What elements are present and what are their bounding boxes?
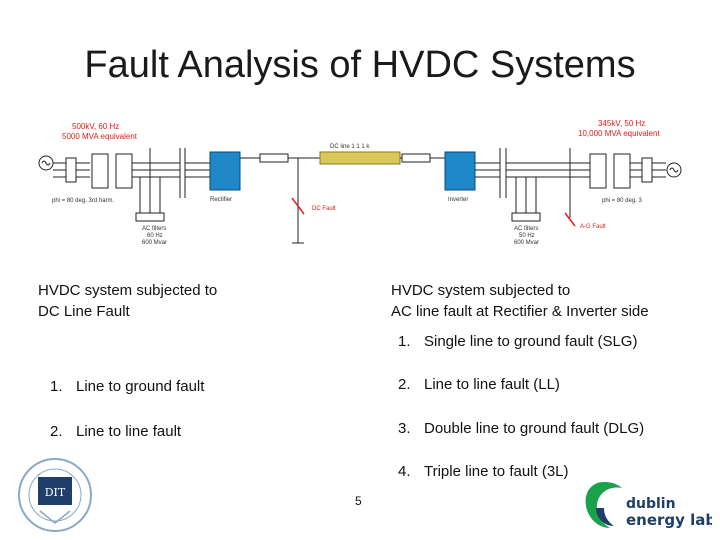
- slide-title: Fault Analysis of HVDC Systems: [84, 44, 636, 86]
- left-heading-line2: DC Line Fault: [38, 303, 130, 320]
- right-ac-network: [475, 148, 682, 198]
- hvdc-circuit-diagram: 500kV, 60 Hz 5000 MVA equivalent 345kV, …: [38, 119, 682, 246]
- list-text: Line to ground fault: [76, 378, 205, 395]
- dit-seal-text: DIT: [45, 486, 66, 499]
- rectifier-label: Rectifier: [210, 197, 232, 203]
- right-list-item: 1. Single line to ground fault (SLG): [398, 333, 637, 350]
- left-ac-source: [38, 148, 210, 198]
- dublin-energy-lab-logo: dublin energy lab.: [585, 482, 712, 529]
- left-heading-line1: HVDC system subjected to: [38, 282, 218, 299]
- inverter-block: [444, 151, 476, 191]
- left-source-label: 500kV, 60 Hz: [72, 122, 119, 131]
- list-text: Triple line to fault (3L): [424, 463, 569, 480]
- dit-seal-logo: DIT: [18, 458, 92, 532]
- logo-text-dublin: dublin: [626, 496, 676, 512]
- right-list-item: 2. Line to line fault (LL): [398, 376, 560, 393]
- right-filter-label-3: 600 Mvar: [514, 240, 539, 246]
- right-phase-label: phi = 80 deg. 3: [602, 198, 643, 204]
- list-text: Line to line fault: [76, 423, 182, 440]
- left-smoothing-reactor: [259, 153, 289, 163]
- left-source-label-2: 5000 MVA equivalent: [62, 132, 138, 141]
- right-smoothing-reactor: [401, 153, 431, 163]
- right-block-heading: HVDC system subjected to AC line fault a…: [391, 280, 649, 322]
- page-number: 5: [355, 494, 362, 508]
- right-filter-label-1: AC filters: [514, 226, 538, 232]
- left-filter-label-1: AC filters: [142, 226, 166, 232]
- right-heading-line2: AC line fault at Rectifier & Inverter si…: [391, 303, 649, 320]
- left-list-item: 1. Line to ground fault: [50, 378, 204, 395]
- logo-text-energy-lab: energy lab.: [626, 511, 712, 529]
- list-number: 2.: [398, 376, 411, 393]
- list-number: 3.: [398, 420, 411, 437]
- dc-line: [319, 151, 401, 165]
- dc-fault-label: DC Fault: [312, 206, 336, 212]
- right-list-item: 4. Triple line to fault (3L): [398, 463, 569, 480]
- list-number: 4.: [398, 463, 411, 480]
- left-filter-label-3: 600 Mvar: [142, 240, 167, 246]
- list-text: Double line to ground fault (DLG): [424, 420, 645, 437]
- list-text: Single line to ground fault (SLG): [424, 333, 638, 350]
- left-list-item: 2. Line to line fault: [50, 423, 181, 440]
- right-filter-label-2: 50 Hz: [519, 233, 535, 239]
- list-number: 2.: [50, 423, 63, 440]
- right-source-label: 345kV, 50 Hz: [598, 119, 645, 128]
- right-ac-filter: [511, 177, 541, 222]
- ag-fault-label: A-G Fault: [580, 224, 606, 230]
- inverter-label: Inverter: [448, 197, 468, 203]
- right-heading-line1: HVDC system subjected to: [391, 282, 571, 299]
- rectifier-block: [209, 151, 241, 191]
- left-block-heading: HVDC system subjected to DC Line Fault: [38, 280, 217, 322]
- right-list-item: 3. Double line to ground fault (DLG): [398, 420, 644, 437]
- left-phase-label: phi = 80 deg. 3rd harm.: [52, 198, 115, 204]
- list-number: 1.: [398, 333, 411, 350]
- left-ac-filter: [135, 177, 165, 222]
- list-number: 1.: [50, 378, 63, 395]
- right-source-label-2: 10,000 MVA equivalent: [578, 129, 660, 138]
- dc-line-label: DC line 1 1 1 k: [330, 144, 370, 150]
- left-filter-label-2: 60 Hz: [147, 233, 163, 239]
- list-text: Line to line fault (LL): [424, 376, 560, 393]
